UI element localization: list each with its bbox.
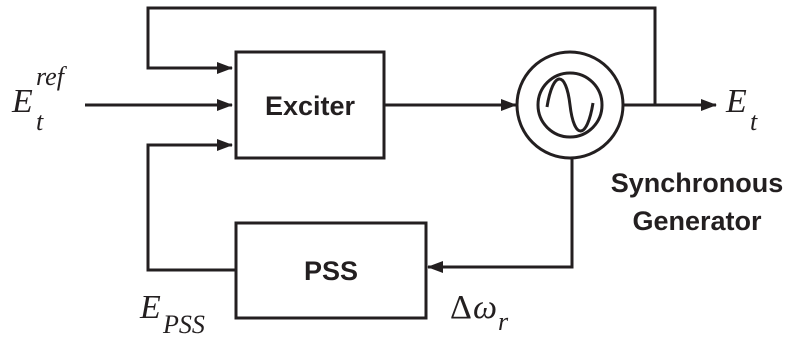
speed-signal-wire bbox=[427, 158, 574, 273]
exciter-block bbox=[234, 50, 386, 160]
output-signal-label: E t bbox=[725, 83, 758, 136]
pss-to-exciter-wire bbox=[146, 139, 236, 272]
reference-signal-label: E ref t bbox=[11, 62, 68, 136]
output-subscript: t bbox=[750, 107, 758, 136]
pss-label: PSS bbox=[304, 256, 358, 286]
reference-superscript: ref bbox=[36, 62, 68, 91]
speed-deviation-signal-label: Δ ω r bbox=[450, 289, 509, 336]
reference-subscript: t bbox=[36, 107, 44, 136]
exciter-label: Exciter bbox=[265, 91, 356, 121]
synchronous-generator bbox=[515, 50, 625, 160]
output-main: E bbox=[725, 83, 747, 120]
speed-deviation-subscript: r bbox=[498, 307, 509, 336]
generator-label-line2: Generator bbox=[632, 206, 762, 236]
feedback-loop-wire bbox=[146, 6, 657, 105]
reference-main: E bbox=[11, 83, 33, 120]
speed-deviation-main: ω bbox=[473, 289, 497, 326]
generator-label-line1: Synchronous bbox=[611, 168, 784, 198]
sine-wave-icon bbox=[545, 77, 595, 133]
pss-output-signal-label: E PSS bbox=[139, 289, 205, 338]
pss-output-subscript: PSS bbox=[162, 310, 205, 338]
speed-deviation-prefix: Δ bbox=[450, 289, 472, 326]
pss-block bbox=[234, 221, 428, 320]
pss-output-main: E bbox=[139, 289, 161, 326]
generator-inner-circle bbox=[536, 71, 604, 139]
